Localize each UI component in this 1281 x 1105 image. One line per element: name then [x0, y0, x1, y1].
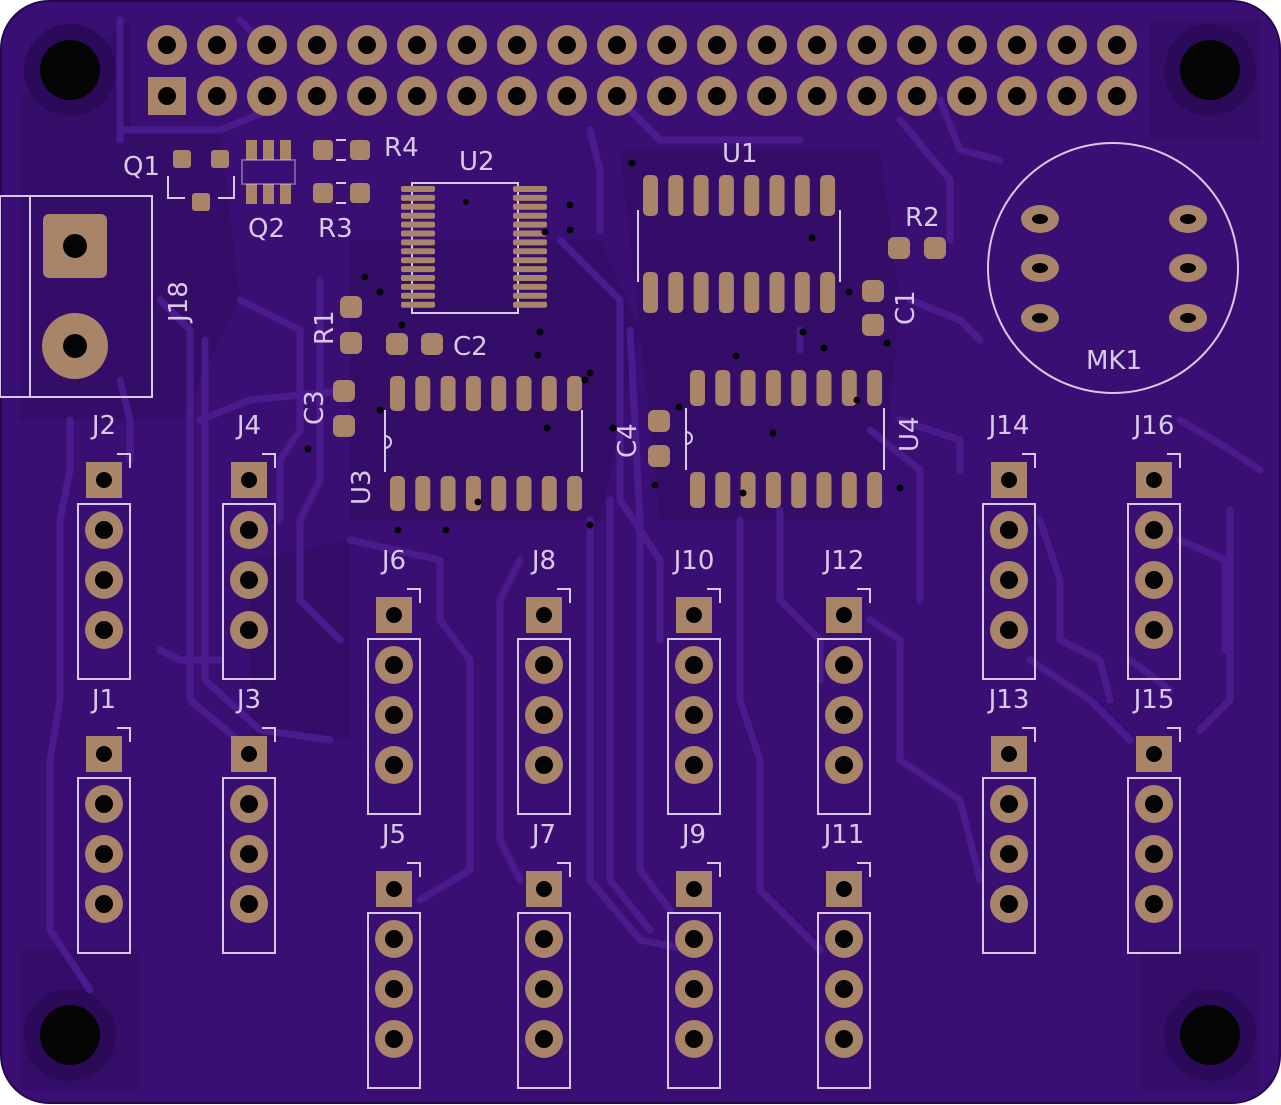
c1-capacitor: C1	[862, 280, 921, 336]
j4-label: J4	[235, 411, 261, 441]
r2-label: R2	[905, 203, 940, 233]
j5-label: J5	[380, 820, 406, 850]
u4-label: U4	[895, 416, 925, 452]
mk1-label: MK1	[1086, 346, 1142, 376]
c2-label: C2	[453, 332, 488, 362]
r3-label: R3	[318, 214, 353, 244]
j12-connector: J12	[817, 546, 871, 815]
q2-label: Q2	[248, 214, 285, 244]
j2-label: J2	[90, 411, 116, 441]
c4-label: C4	[613, 423, 643, 458]
u3-label: U3	[347, 469, 377, 505]
traces	[46, 16, 1264, 994]
j10-label: J10	[672, 546, 715, 576]
j11-connector: J11	[817, 820, 871, 1089]
u2-ic: U2	[401, 147, 547, 314]
j13-connector: J13	[982, 685, 1036, 954]
r3-pad-1	[313, 183, 333, 203]
gpio-header	[147, 25, 1137, 116]
u4-ic: U4	[685, 370, 925, 508]
j16-connector: J16	[1127, 411, 1181, 680]
j14-connector: J14	[982, 411, 1036, 680]
mk1-microphone: MK1	[987, 142, 1239, 394]
j1-label: J1	[90, 685, 116, 715]
c3-capacitor: C3	[300, 380, 355, 437]
j18-label: J18	[164, 281, 194, 324]
q1-pad-3	[192, 193, 210, 211]
c1-label: C1	[891, 290, 921, 325]
r4-pad-2	[350, 140, 370, 160]
r2-resistor: R2	[888, 203, 946, 259]
r4-label: R4	[384, 133, 419, 163]
q1-label: Q1	[123, 152, 160, 182]
u1-label: U1	[722, 139, 758, 169]
u3-ic: U3	[347, 376, 583, 511]
j7-label: J7	[530, 820, 556, 850]
j10-connector: J10	[667, 546, 721, 815]
mounting-hole-bottom-left	[24, 989, 116, 1081]
j6-label: J6	[380, 546, 406, 576]
j18-terminal-block: J18	[0, 195, 194, 398]
mounting-hole-bottom-right	[1164, 989, 1256, 1081]
r4-pad-1	[313, 140, 333, 160]
mounting-hole-top-right	[1164, 24, 1256, 116]
j8-label: J8	[530, 546, 556, 576]
vias	[304, 159, 904, 534]
c4-capacitor: C4	[613, 410, 670, 467]
j2-connector: J2	[77, 411, 131, 680]
j11-label: J11	[822, 820, 865, 850]
q1-pad-2	[211, 150, 229, 168]
u1-ic: U1	[637, 139, 841, 313]
j9-connector: J9	[667, 820, 721, 1089]
j1-connector: J1	[77, 685, 131, 954]
j15-connector: J15	[1127, 685, 1181, 954]
r3-pad-2	[350, 183, 370, 203]
transistor-cluster: Q1 Q2 R4 R3	[123, 133, 419, 244]
j3-connector: J3	[222, 685, 276, 954]
j7-connector: J7	[517, 820, 571, 1089]
j15-label: J15	[1132, 685, 1175, 715]
j9-label: J9	[680, 820, 706, 850]
c2-capacitor: C2	[386, 332, 488, 362]
j14-label: J14	[987, 411, 1030, 441]
j13-label: J13	[987, 685, 1030, 715]
r1-label: R1	[310, 310, 340, 345]
j3-label: J3	[235, 685, 261, 715]
j16-label: J16	[1132, 411, 1175, 441]
c3-label: C3	[300, 390, 330, 425]
j6-connector: J6	[367, 546, 421, 815]
mounting-holes	[24, 24, 1256, 1081]
j4-connector: J4	[222, 411, 276, 680]
r1-resistor: R1	[310, 296, 362, 354]
j12-label: J12	[822, 546, 865, 576]
q1-pad-1	[173, 150, 191, 168]
j8-connector: J8	[517, 546, 571, 815]
u2-label: U2	[459, 147, 495, 177]
j5-connector: J5	[367, 820, 421, 1089]
mounting-hole-top-left	[24, 24, 116, 116]
